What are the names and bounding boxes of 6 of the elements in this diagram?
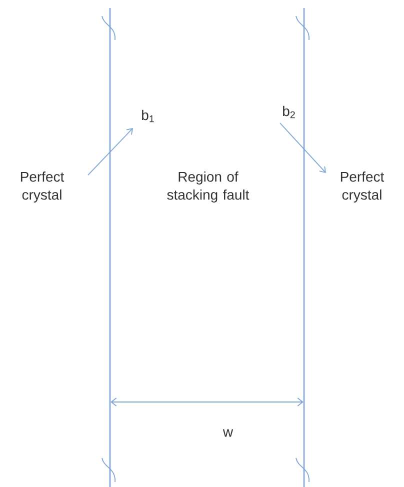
region-label: Perfect crystal (340, 171, 384, 203)
dimension-label: w (222, 429, 234, 437)
region-label: Region of stacking fault (167, 171, 250, 203)
vector-label: b$_{1}$ (142, 110, 154, 122)
vector-label: b$_{2}$ (283, 106, 295, 118)
region-label: Perfect crystal (20, 171, 64, 203)
